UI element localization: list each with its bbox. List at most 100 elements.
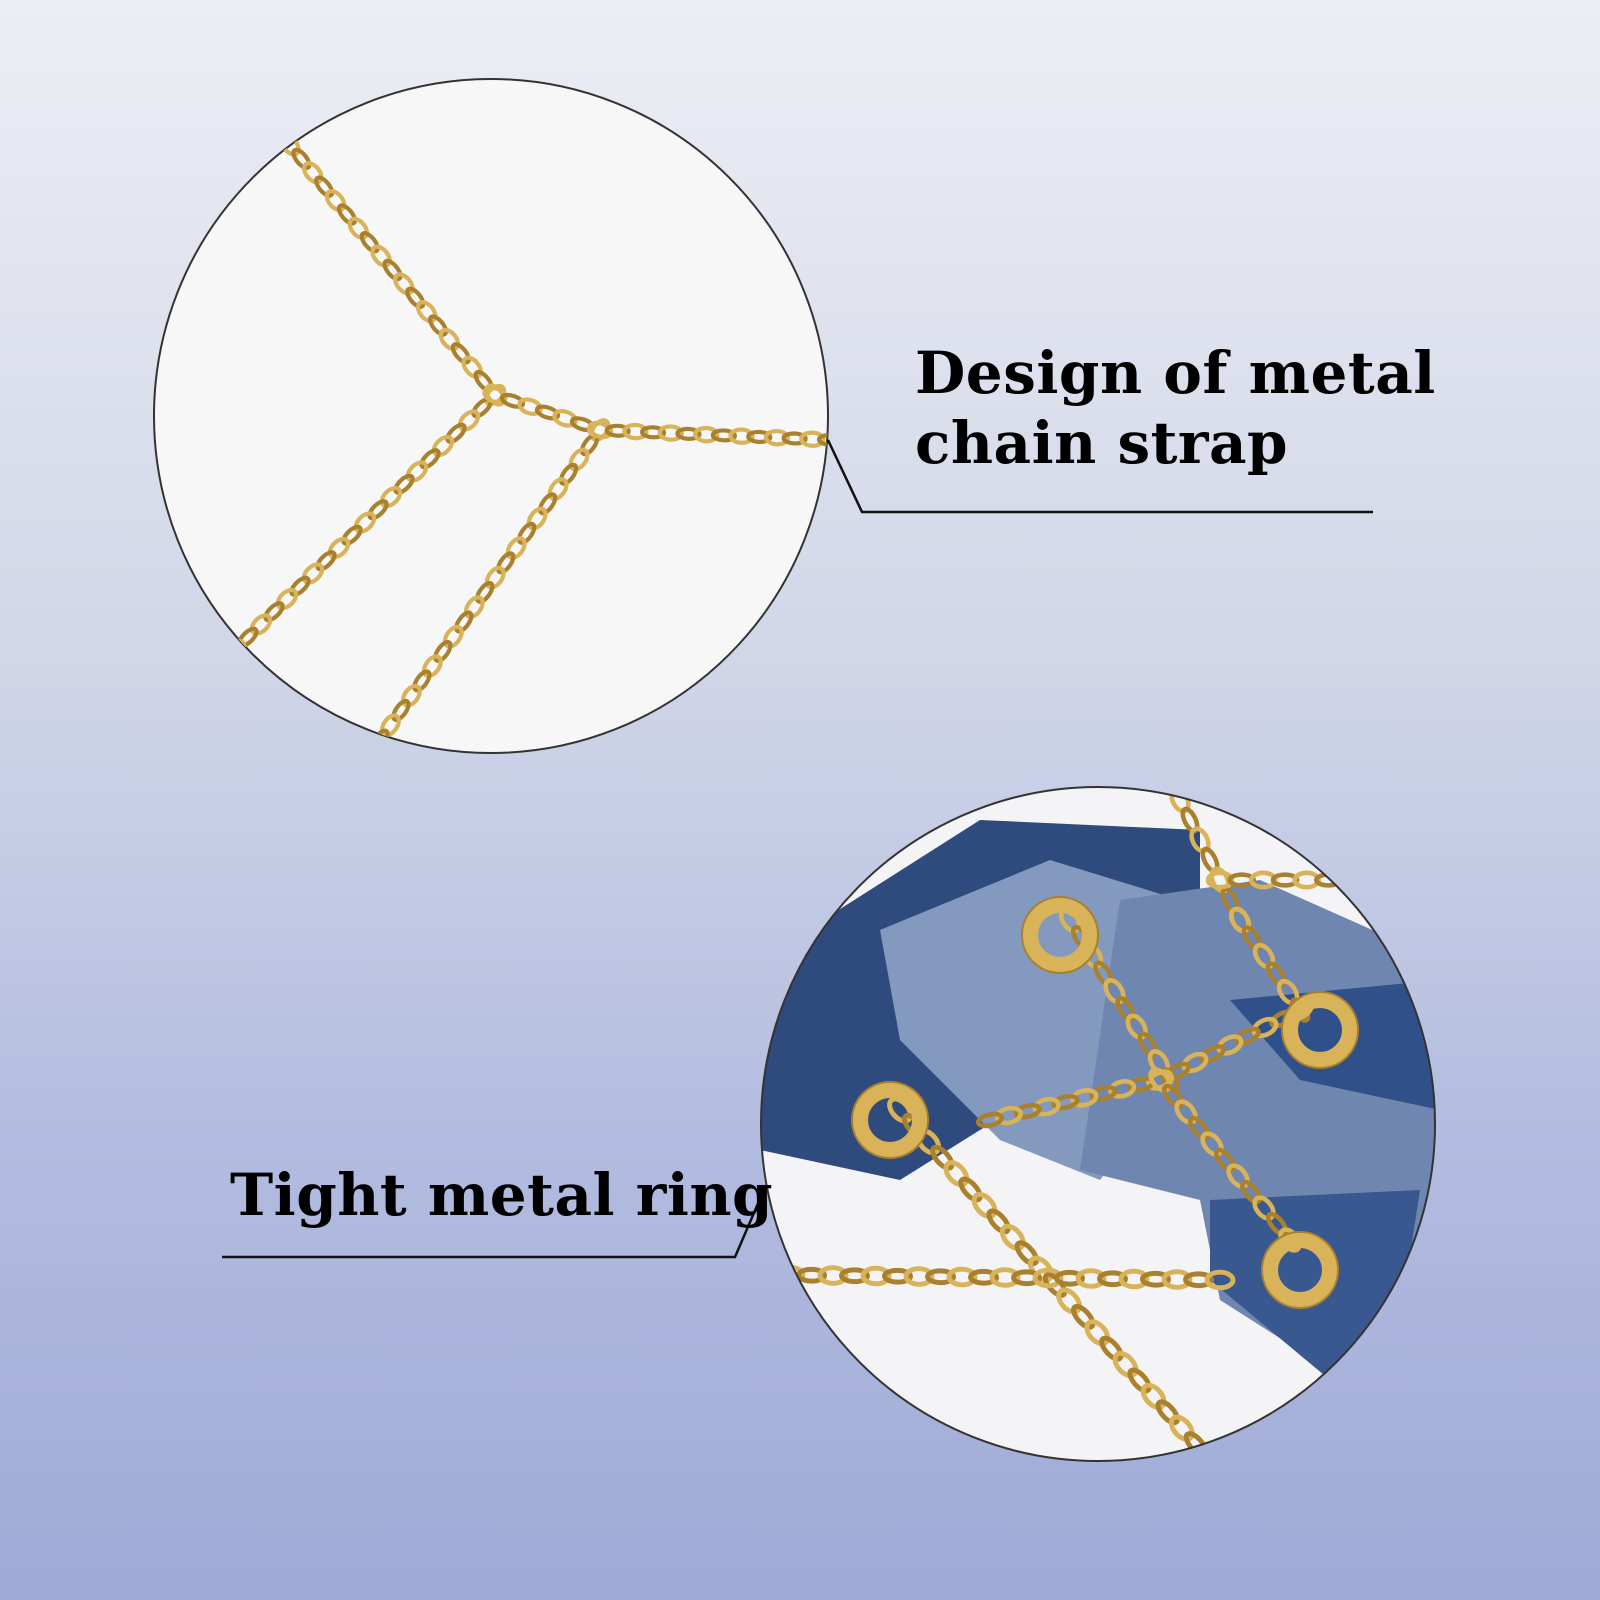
chain-link <box>431 434 455 458</box>
chain-link <box>496 551 516 575</box>
chain-link <box>1292 870 1321 890</box>
chain-link <box>1199 1044 1226 1064</box>
chain-link <box>728 427 755 445</box>
chain-link <box>1051 1094 1080 1111</box>
chain-link <box>336 203 357 226</box>
chain-link <box>1148 1067 1172 1093</box>
chain-link <box>461 355 483 379</box>
chain-link <box>989 1267 1021 1288</box>
metal-ring-edge <box>1261 1231 1339 1309</box>
chain-link <box>1013 1102 1042 1120</box>
metal-ring <box>852 1082 928 1158</box>
chain-link <box>946 1266 978 1288</box>
metal-ring-edge <box>1281 991 1359 1069</box>
chain-link <box>1137 1031 1158 1058</box>
metal-ring-edge <box>1021 896 1099 974</box>
chain-link <box>958 1176 983 1203</box>
chain-link <box>324 188 347 213</box>
chain-link <box>925 1268 956 1286</box>
chain-link <box>475 580 495 604</box>
chain-link <box>657 424 684 442</box>
chain-link <box>675 426 702 441</box>
chain-link <box>1075 1268 1107 1289</box>
chain-link <box>568 447 590 472</box>
chain-link <box>327 536 351 560</box>
callout-line-1: Design of metal <box>915 339 1436 407</box>
chain-link <box>1127 1367 1152 1394</box>
chain-link <box>1174 1099 1198 1125</box>
chain-link <box>438 327 461 352</box>
chain-link <box>971 1191 998 1219</box>
callout-metal-ring: Tight metal ring <box>230 1161 774 1229</box>
chain-link <box>763 428 791 447</box>
chain-link <box>315 550 337 572</box>
chain-link <box>405 286 426 309</box>
chain-link <box>442 624 464 649</box>
chain-link <box>1014 1240 1039 1267</box>
chain-link <box>1270 872 1300 888</box>
chain-link <box>1214 1147 1236 1173</box>
chain-link <box>1099 1335 1124 1362</box>
chain-link <box>860 1265 892 1287</box>
chain-link <box>746 429 773 444</box>
chain-link <box>353 511 377 534</box>
chain-link <box>457 409 481 432</box>
callout-chain-strap: Design of metal chain strap <box>915 338 1475 478</box>
chain-link <box>710 428 737 443</box>
chain-link <box>1200 1131 1224 1157</box>
chain-link <box>1204 1269 1236 1291</box>
chain-link <box>379 485 403 509</box>
chain-link <box>391 698 411 722</box>
chain-link <box>604 423 631 438</box>
chain-link <box>1084 1319 1111 1347</box>
chain-link <box>781 431 808 446</box>
chain-link <box>1145 1070 1175 1090</box>
chain-link <box>1108 1079 1137 1099</box>
chain-link <box>393 473 415 495</box>
chain-link <box>483 383 507 407</box>
chain-link <box>401 683 422 708</box>
chain-link <box>1335 870 1365 890</box>
chain-link <box>419 448 441 470</box>
chain-link <box>994 1105 1023 1126</box>
chain-link <box>930 1144 955 1171</box>
chain-link <box>1155 1399 1180 1426</box>
chain-link <box>291 147 312 171</box>
chain-link <box>341 524 363 546</box>
chain-link <box>903 1266 935 1287</box>
chain-link <box>517 397 543 416</box>
chain-link <box>301 562 325 585</box>
chain-link <box>289 575 311 597</box>
chain-link <box>1197 1446 1223 1461</box>
chain-link <box>415 300 438 324</box>
chain-link <box>428 314 449 337</box>
chain-link <box>817 1265 849 1286</box>
metal-ring <box>1282 992 1358 1068</box>
chain-closeup-circle <box>153 78 829 754</box>
chain-link <box>622 422 649 441</box>
chain-link <box>1252 942 1276 970</box>
chain-link <box>1089 1085 1118 1102</box>
metal-ring <box>1022 897 1098 973</box>
chain-link <box>1228 906 1252 934</box>
chain-link <box>463 595 485 619</box>
ring-closeup-circle <box>760 786 1436 1462</box>
chain-link <box>1056 1287 1082 1315</box>
chain-link <box>1216 1034 1244 1056</box>
chain-link <box>537 492 558 516</box>
chain-link <box>1118 1268 1150 1290</box>
chain-link <box>816 432 828 448</box>
chain-link <box>405 460 429 483</box>
chain-link <box>1140 1270 1171 1288</box>
chain-link <box>1227 872 1256 888</box>
chain-link <box>986 1208 1011 1235</box>
chain-link <box>526 506 548 531</box>
chain-link <box>1183 1271 1214 1289</box>
chain-link <box>1162 1083 1184 1109</box>
chain-link <box>1249 870 1278 890</box>
chain-link <box>393 272 415 296</box>
chain-link <box>887 1096 913 1124</box>
chain-link <box>1266 1211 1288 1237</box>
chain-link <box>302 161 324 185</box>
